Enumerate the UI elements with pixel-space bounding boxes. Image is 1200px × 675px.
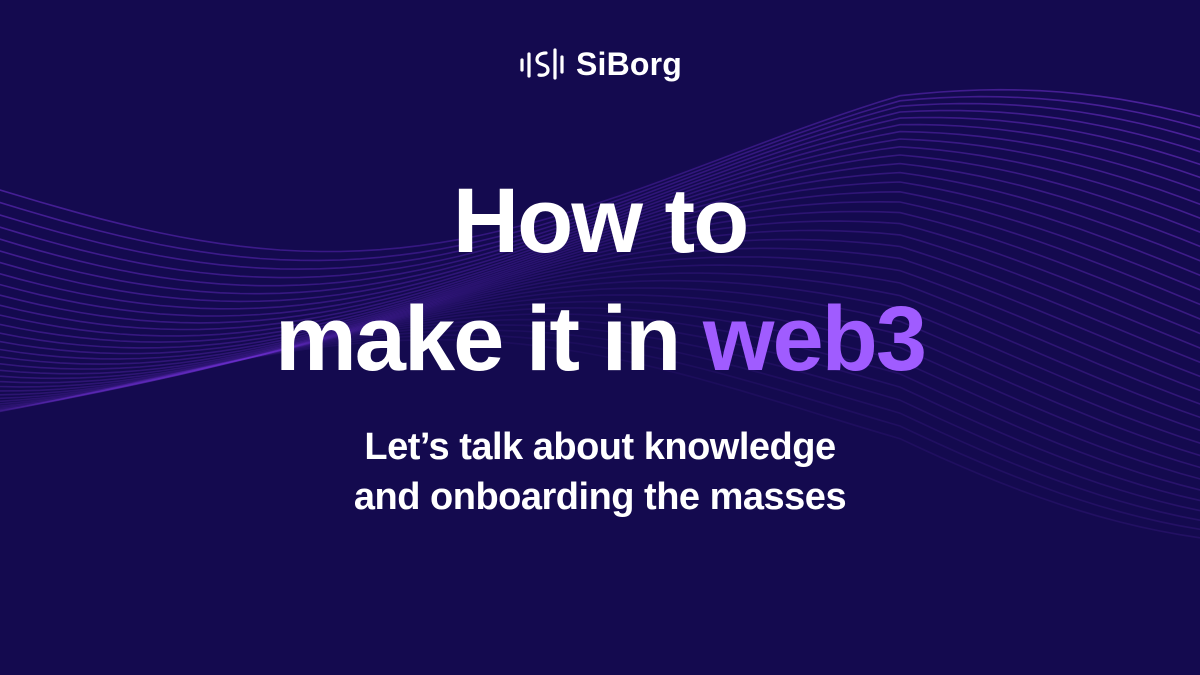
wave-line (0, 116, 1200, 287)
wave-line (0, 95, 1200, 262)
title-line-2: make it in web3 (0, 280, 1200, 398)
wave-line (0, 154, 1200, 324)
title-accent-word: web3 (702, 288, 927, 390)
subtitle-line-1: Let’s talk about knowledge (364, 426, 836, 468)
wave-line (0, 220, 1200, 365)
subtitle-line-2: and onboarding the masses (353, 476, 847, 518)
wave-line (0, 123, 1200, 295)
wave-line (0, 229, 1200, 370)
wave-line (0, 210, 1200, 360)
page-title: How to make it in web3 (0, 162, 1200, 398)
wave-line (0, 102, 1200, 270)
title-line-1: How to (452, 170, 750, 272)
wave-line (0, 190, 1200, 349)
wave-line (0, 130, 1200, 303)
wave-line (0, 171, 1200, 337)
wave-line (0, 256, 1200, 392)
wave-line (0, 145, 1200, 317)
title-line-2-prefix: make it in (274, 288, 703, 390)
wave-line (0, 162, 1200, 331)
brand-name: SiBorg (575, 45, 683, 82)
wave-line (0, 238, 1200, 375)
wave-line (0, 109, 1200, 279)
wave-line (0, 338, 1200, 539)
brand-logo: SiBorg (0, 44, 1200, 84)
wave-line (0, 200, 1200, 355)
wave-line (0, 88, 1200, 253)
wave-line (0, 181, 1200, 343)
wave-line (0, 138, 1200, 310)
wave-line (0, 247, 1200, 380)
subtitle: Let’s talk about knowledge and onboardin… (0, 422, 1200, 522)
siborg-wave-logo-icon (520, 48, 564, 80)
